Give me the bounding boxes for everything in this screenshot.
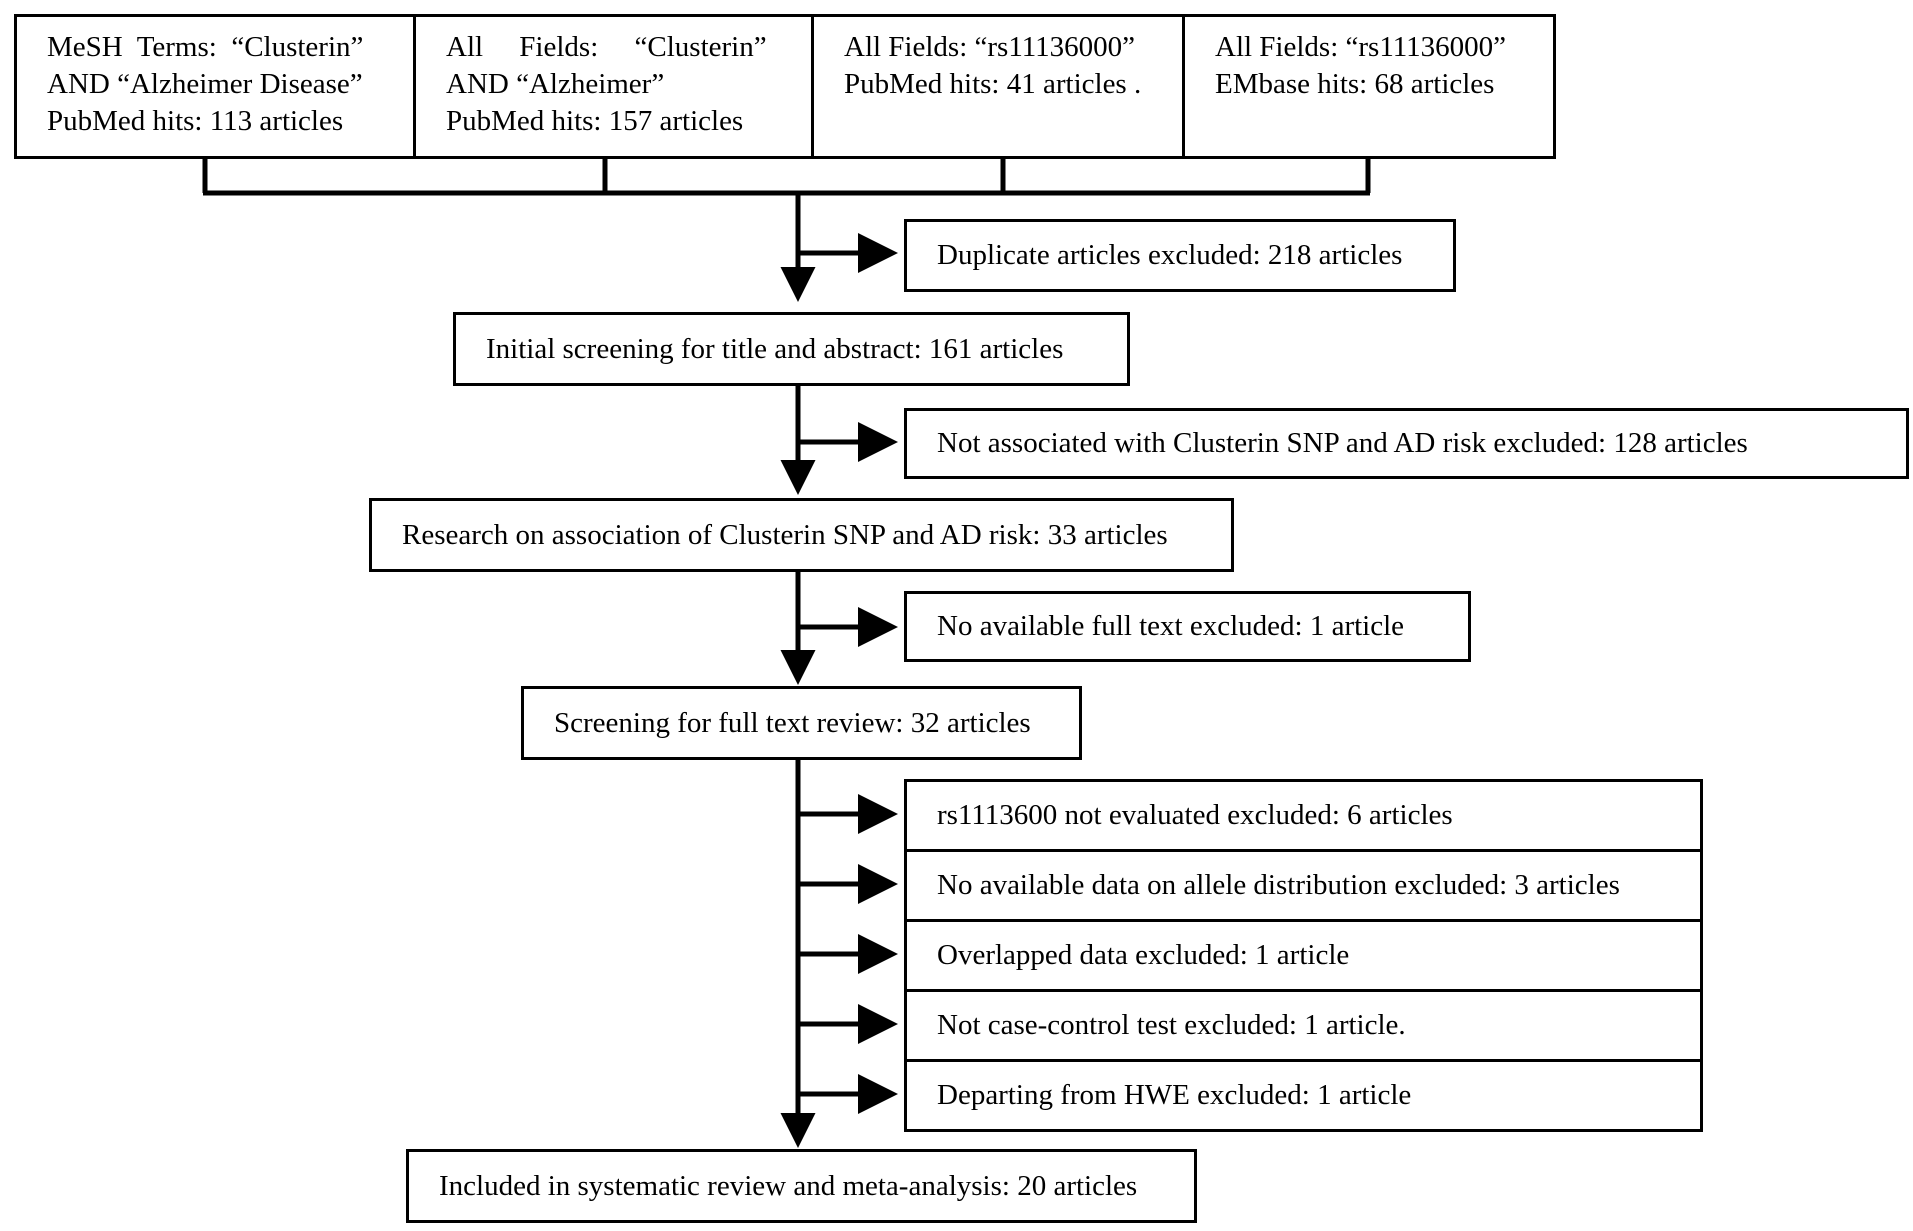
step-research-association: Research on association of Clusterin SNP…	[369, 498, 1234, 572]
source-line: PubMed hits: 157 articles	[446, 105, 744, 137]
source-line: AND “Alzheimer Disease”	[47, 68, 363, 100]
exclusion-overlapped: Overlapped data excluded: 1 article	[904, 919, 1703, 992]
exclusion-not-case-control: Not case-control test excluded: 1 articl…	[904, 989, 1703, 1062]
source-line: AND “Alzheimer”	[446, 68, 665, 100]
exclusion-not-associated: Not associated with Clusterin SNP and AD…	[904, 408, 1909, 479]
exclusion-not-evaluated: rs1113600 not evaluated excluded: 6 arti…	[904, 779, 1703, 852]
source-box-rs-embase: All Fields: “rs11136000” EMbase hits: 68…	[1182, 14, 1556, 159]
exclusion-duplicates: Duplicate articles excluded: 218 article…	[904, 219, 1456, 292]
source-line: All Fields: “Clusterin”	[446, 31, 767, 63]
exclusion-no-allele-data: No available data on allele distribution…	[904, 849, 1703, 922]
step-initial-screening: Initial screening for title and abstract…	[453, 312, 1130, 386]
source-line: PubMed hits: 113 articles	[47, 105, 344, 137]
step-full-text-screening: Screening for full text review: 32 artic…	[521, 686, 1082, 760]
source-box-all-fields: All Fields: “Clusterin” AND “Alzheimer” …	[413, 14, 814, 159]
source-box-rs-pubmed: All Fields: “rs11136000” PubMed hits: 41…	[811, 14, 1185, 159]
source-box-mesh: MeSH Terms: “Clusterin” AND “Alzheimer D…	[14, 14, 416, 159]
source-line: All Fields: “rs11136000”	[844, 31, 1136, 63]
source-line: All Fields: “rs11136000”	[1215, 31, 1507, 63]
exclusion-hwe: Departing from HWE excluded: 1 article	[904, 1059, 1703, 1132]
source-line: EMbase hits: 68 articles	[1215, 68, 1495, 100]
step-included: Included in systematic review and meta-a…	[406, 1149, 1197, 1223]
source-line: PubMed hits: 41 articles .	[844, 68, 1142, 100]
exclusion-no-full-text: No available full text excluded: 1 artic…	[904, 591, 1471, 662]
source-line: MeSH Terms: “Clusterin”	[47, 31, 364, 63]
